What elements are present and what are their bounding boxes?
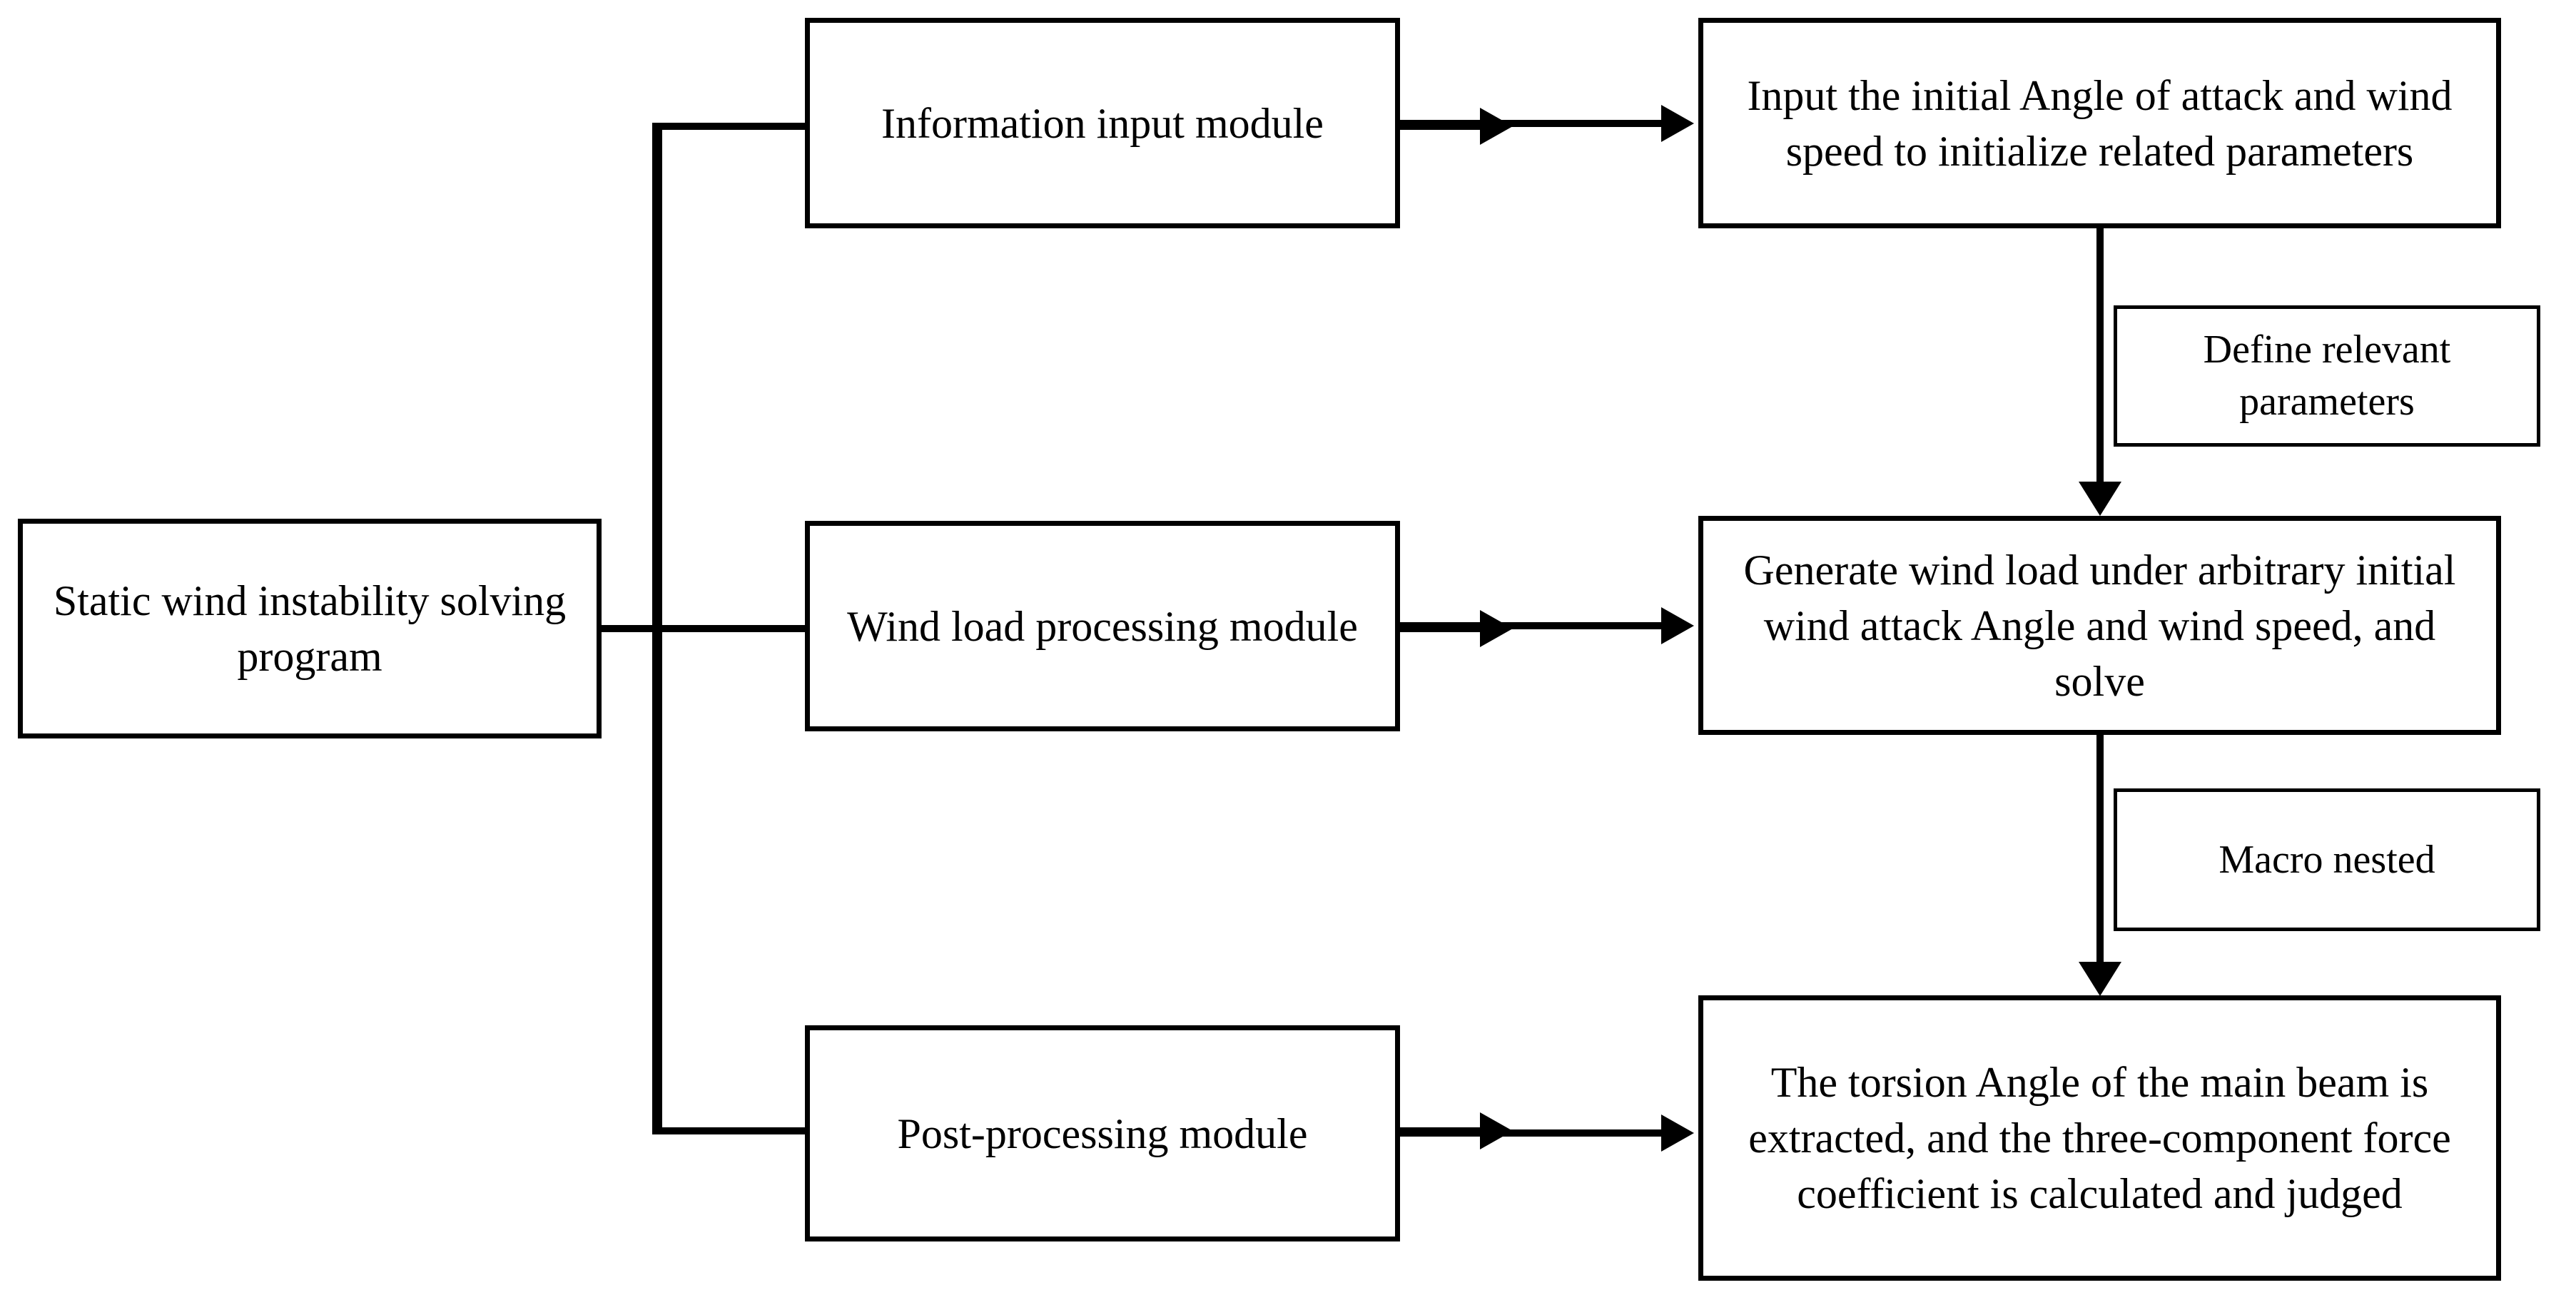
arrowhead-to-torsion-angle-detail	[1661, 1114, 1694, 1152]
connector-information-input-module-to-detail	[1400, 120, 1664, 127]
node-label: Generate wind load under arbitrary initi…	[1743, 546, 2456, 705]
node-information-input-module[interactable]: Information input module	[805, 18, 1400, 228]
edge-label-macro-nested[interactable]: Macro nested	[2114, 788, 2540, 931]
node-label: Wind load processing module	[847, 602, 1358, 650]
node-generate-wind-load-and-solve[interactable]: Generate wind load under arbitrary initi…	[1698, 516, 2501, 735]
connector-start-to-trunk	[602, 625, 662, 632]
arrowhead-to-generate-wind-load-node	[2079, 482, 2121, 516]
node-label: Input the initial Angle of attack and wi…	[1747, 71, 2453, 175]
connector-wind-load-processing-module-to-detail	[1400, 622, 1664, 629]
node-static-wind-instability-solving-program[interactable]: Static wind instability solving program	[18, 519, 602, 738]
connector-post-processing-module-to-detail	[1400, 1129, 1664, 1137]
edge-label-define-relevant-parameters[interactable]: Define relevant parameters	[2114, 305, 2540, 447]
node-input-initial-angle-and-wind-speed[interactable]: Input the initial Angle of attack and wi…	[1698, 18, 2501, 228]
connector-detail1-to-detail2	[2096, 228, 2104, 482]
arrowhead-to-torsion-angle-node	[2079, 962, 2121, 996]
node-label: The torsion Angle of the main beam is ex…	[1748, 1059, 2451, 1217]
edge-label-text: Macro nested	[2218, 837, 2435, 882]
node-torsion-angle-extracted-and-judged[interactable]: The torsion Angle of the main beam is ex…	[1698, 995, 2501, 1281]
node-wind-load-processing-module[interactable]: Wind load processing module	[805, 521, 1400, 731]
arrowhead-to-generate-wind-load-detail	[1661, 607, 1694, 644]
arrowhead-to-input-initial-angle-detail	[1661, 105, 1694, 142]
node-label: Post-processing module	[897, 1109, 1308, 1157]
node-label: Static wind instability solving program	[53, 577, 567, 680]
edge-label-text: Define relevant parameters	[2203, 327, 2451, 424]
connector-detail2-to-detail3	[2096, 735, 2104, 962]
node-post-processing-module[interactable]: Post-processing module	[805, 1025, 1400, 1241]
node-label: Information input module	[881, 99, 1324, 147]
